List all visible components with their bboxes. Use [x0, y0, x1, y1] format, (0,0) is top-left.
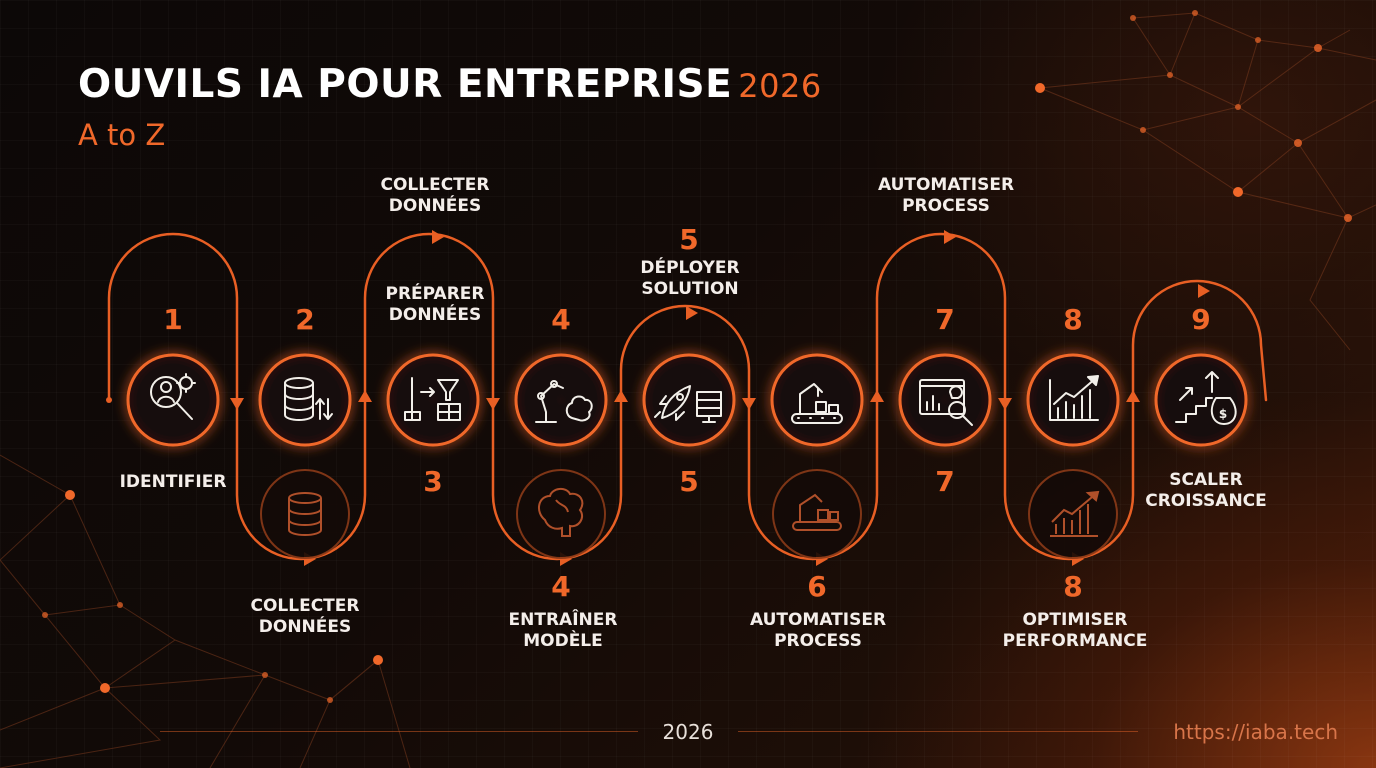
- label-automatiser-top: AUTOMATISER PROCESS: [877, 175, 1015, 216]
- label-collecter-top: COLLECTER DONNÉES: [380, 175, 490, 216]
- growth-chart-icon: [1049, 375, 1099, 421]
- primary-circles: [126, 353, 1248, 447]
- footer-line-left: [160, 731, 638, 732]
- brain-icon: [516, 469, 606, 559]
- footer-year: 2026: [662, 720, 714, 744]
- label-preparer: PRÉPARER DONNÉES: [385, 284, 485, 325]
- footer-link[interactable]: https://iaba.tech: [1173, 720, 1338, 744]
- label-entrainer: ENTRAÎNER MODÈLE: [508, 610, 618, 651]
- label-deployer: DÉPLOYER SOLUTION: [640, 258, 740, 299]
- robotic-assembly-icon: [772, 469, 862, 559]
- title-text: OUVILS IA POUR ENTREPRISE: [78, 62, 733, 107]
- footer-line-right: [738, 731, 1138, 732]
- step-number-1: 1: [163, 303, 183, 336]
- step-number-8-top: 8: [1063, 303, 1083, 336]
- step-number-9: 9: [1191, 303, 1211, 336]
- step-number-5-mid: 5: [679, 465, 699, 498]
- step-number-7-top: 7: [935, 303, 955, 336]
- label-automatiser-bottom: AUTOMATISER PROCESS: [749, 610, 887, 651]
- rocket-server-icon: [654, 385, 722, 423]
- page-subtitle: A to Z: [78, 118, 166, 152]
- robotic-assembly-icon: [791, 383, 843, 424]
- title-year: 2026: [738, 67, 822, 105]
- stairs-money-growth-icon: $: [1175, 371, 1237, 425]
- label-optimiser: OPTIMISER PERFORMANCE: [1002, 610, 1148, 651]
- data-preparation-icon: [404, 377, 461, 421]
- growth-chart-icon: [1028, 469, 1118, 559]
- svg-text:$: $: [1219, 407, 1227, 421]
- label-scaler: SCALER CROISSANCE: [1145, 470, 1267, 511]
- label-identifier: IDENTIFIER: [119, 472, 227, 492]
- flow-path: [107, 232, 1268, 561]
- secondary-circles: [260, 469, 1118, 559]
- step-number-3: 3: [423, 465, 443, 498]
- step-number-6: 6: [807, 570, 827, 603]
- database-transfer-icon: [284, 377, 333, 421]
- database-icon: [260, 469, 350, 559]
- step-number-4-bottom: 4: [551, 570, 571, 603]
- step-number-8-bottom: 8: [1063, 570, 1083, 603]
- dashboard-analysis-icon: [919, 379, 973, 426]
- robot-arm-brain-icon: [535, 380, 593, 423]
- step-number-2: 2: [295, 303, 315, 336]
- search-person-gear-icon: [150, 373, 196, 420]
- step-number-5-top: 5: [679, 223, 699, 256]
- label-collecter-bottom: COLLECTER DONNÉES: [250, 596, 360, 637]
- step-number-7-mid: 7: [935, 465, 955, 498]
- step-number-4: 4: [551, 303, 571, 336]
